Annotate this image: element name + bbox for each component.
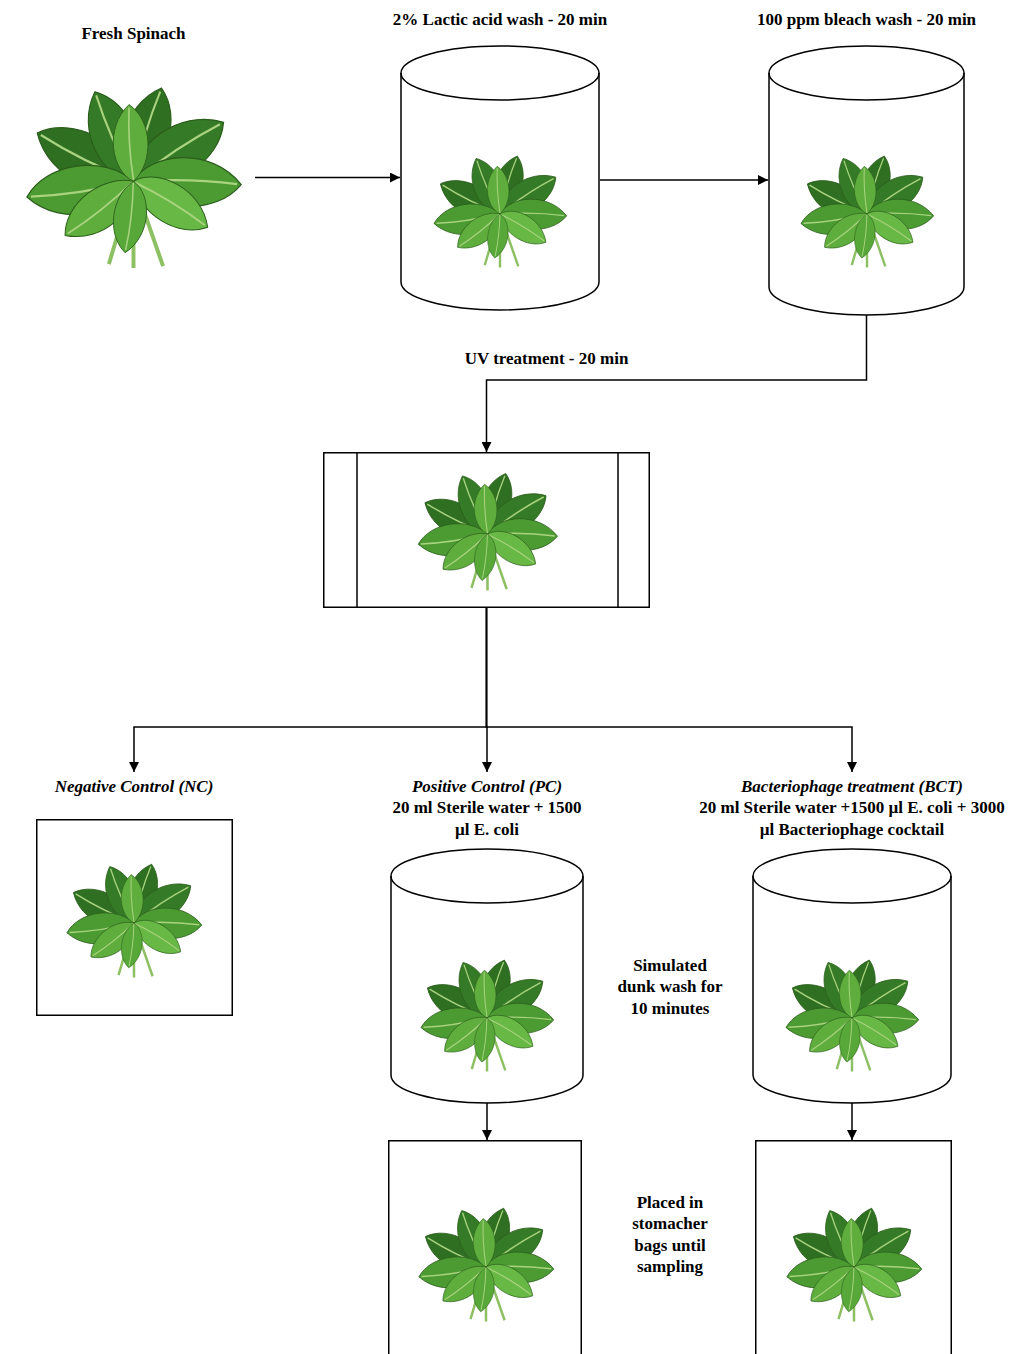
shape-outline	[323, 452, 650, 608]
step-note: Simulated dunk wash for 10 minutes	[615, 955, 725, 1019]
group-heading: Bacteriophage treatment (BCT)	[692, 776, 1012, 797]
cylinder-body	[753, 876, 951, 1103]
step-label: UV treatment - 20 min	[465, 348, 629, 369]
step-label: 100 ppm bleach wash - 20 min	[757, 9, 976, 30]
cylinder-top	[391, 849, 583, 903]
spinach-picture	[417, 469, 559, 590]
cylinder-top	[769, 46, 964, 100]
flow-arrow	[487, 608, 853, 772]
shape-area	[36, 819, 233, 1016]
stomacher-bag	[755, 1140, 952, 1354]
cylinder-top	[401, 46, 599, 100]
spinach-picture	[785, 956, 920, 1072]
control-box: Negative Control (NC)	[34, 772, 234, 1016]
spinach-picture	[785, 1204, 923, 1322]
spinach-picture	[417, 1204, 555, 1322]
box-outline	[389, 1141, 582, 1354]
spinach-picture	[25, 81, 244, 268]
spinach-picture	[433, 152, 568, 268]
shape-outline	[388, 1140, 582, 1354]
spinach-picture	[800, 152, 935, 268]
flow-arrow	[255, 177, 400, 179]
uv-chamber: UV treatment - 20 min	[323, 452, 650, 608]
flow-arrow	[600, 179, 768, 181]
chamber-divider	[356, 453, 358, 608]
group-recipe: 20 ml Sterile water +1500 µl E. coli + 3…	[692, 797, 1012, 840]
group-heading: Negative Control (NC)	[34, 776, 234, 797]
shape-outline	[390, 848, 584, 1103]
shape-area	[390, 848, 584, 1103]
flow-arrow	[487, 315, 867, 452]
shape-area	[752, 848, 952, 1103]
wash-tank: Positive Control (PC)20 ml Sterile water…	[387, 772, 587, 1103]
shape-outline	[400, 45, 600, 310]
wash-tank: 100 ppm bleach wash - 20 min	[768, 45, 965, 315]
step-label: 2% Lactic acid wash - 20 min	[393, 9, 607, 30]
box-outline	[36, 820, 232, 1016]
wash-tank: Bacteriophage treatment (BCT)20 ml Steri…	[692, 772, 1012, 1103]
group-heading: Positive Control (PC)	[387, 776, 587, 797]
wash-tank: 2% Lactic acid wash - 20 min	[400, 45, 600, 310]
flow-arrow	[134, 608, 487, 772]
cylinder-body	[391, 876, 583, 1103]
stomacher-bag	[388, 1140, 582, 1354]
shape-outline	[755, 1140, 952, 1354]
cylinder-top	[753, 849, 951, 903]
cylinder-body	[401, 73, 599, 310]
spinach-picture	[65, 860, 203, 978]
step-label: Fresh Spinach	[81, 23, 185, 44]
ingredient-image: Fresh Spinach	[12, 75, 255, 272]
group-recipe: 20 ml Sterile water + 1500 µl E. coli	[387, 797, 587, 840]
shape-outline	[752, 848, 952, 1103]
shape-outline	[768, 45, 965, 315]
chamber-divider	[617, 453, 619, 608]
spinach-picture	[420, 956, 555, 1072]
shape-outline	[36, 819, 233, 1016]
box-outline	[756, 1141, 952, 1354]
box-outline	[324, 453, 650, 608]
flow-arrow	[486, 1103, 488, 1140]
flow-arrow	[851, 1103, 853, 1140]
step-note: Placed in stomacher bags until sampling	[620, 1192, 720, 1277]
cylinder-body	[769, 73, 964, 315]
